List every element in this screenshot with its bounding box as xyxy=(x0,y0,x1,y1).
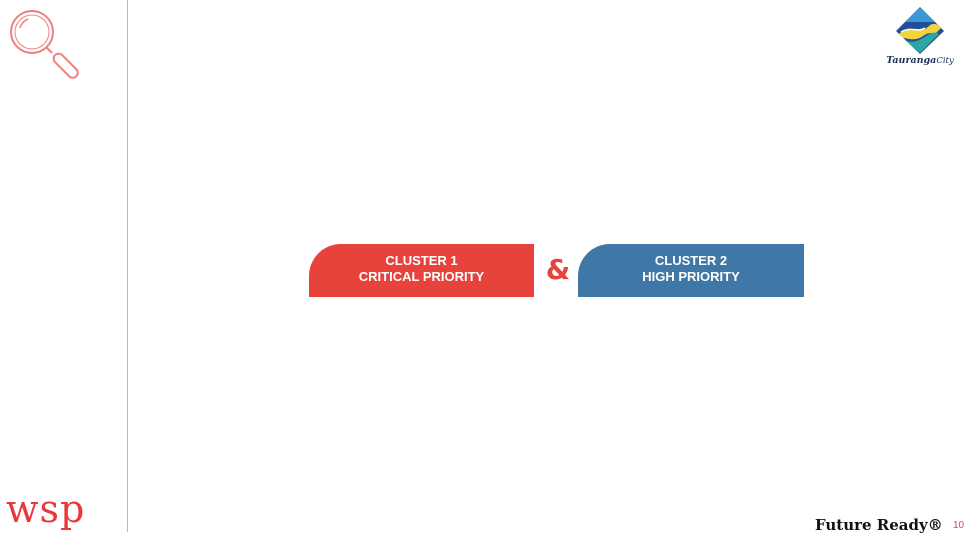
cluster-2-box: CLUSTER 2 HIGH PRIORITY xyxy=(578,244,804,297)
cluster-2-title: CLUSTER 2 xyxy=(654,252,728,268)
ampersand-connector: & xyxy=(545,253,571,286)
tauranga-city-logo: TaurangaCity xyxy=(885,6,955,70)
page-number: 10 xyxy=(953,520,965,531)
cluster-1-box: CLUSTER 1 CRITICAL PRIORITY xyxy=(309,244,534,297)
tauranga-emblem-icon xyxy=(896,7,944,54)
sidebar-divider xyxy=(127,0,128,532)
wsp-logo: wsp xyxy=(6,487,86,531)
cluster-2-priority: HIGH PRIORITY xyxy=(642,268,740,284)
future-ready-tagline: Future Ready® xyxy=(815,516,943,534)
cluster-1-title: CLUSTER 1 xyxy=(385,252,458,268)
search-icon xyxy=(8,8,86,86)
tauranga-city-text: TaurangaCity xyxy=(886,55,954,66)
cluster-1-priority: CRITICAL PRIORITY xyxy=(358,268,485,284)
